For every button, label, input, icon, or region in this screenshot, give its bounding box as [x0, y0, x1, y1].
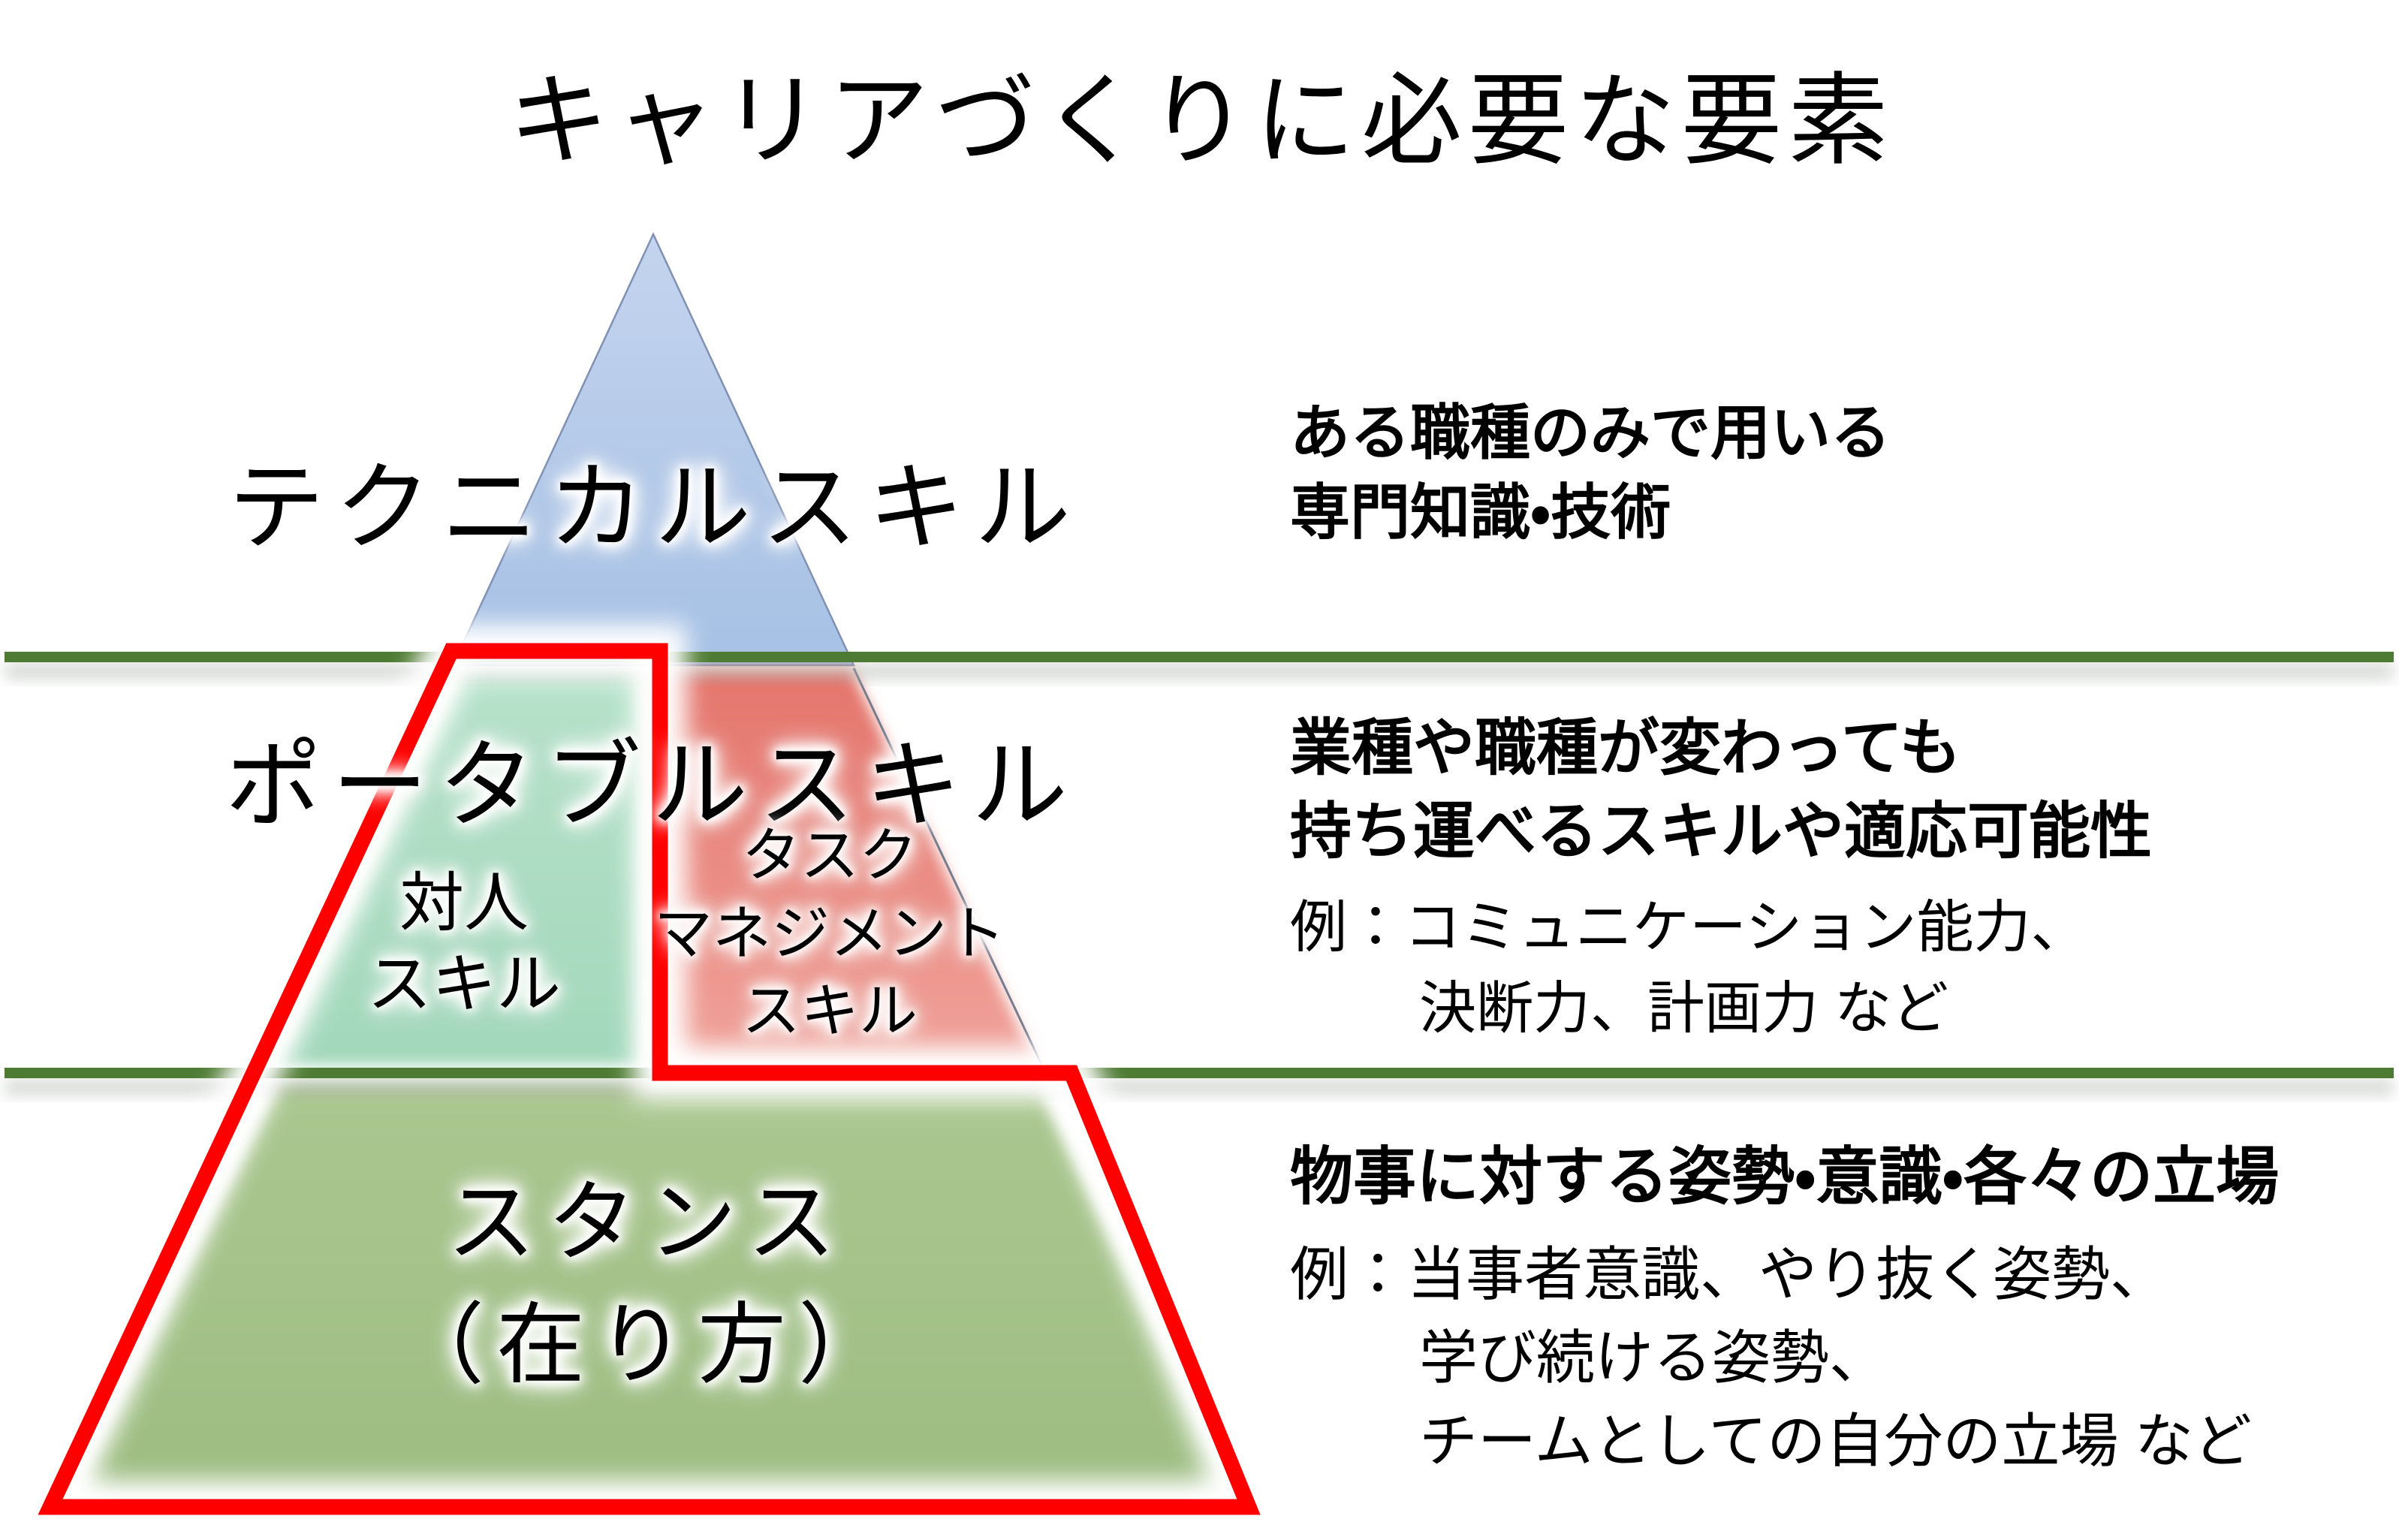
annotation-stance-heading: 物事に対する姿勢・意識・各々の立場: [1290, 1141, 2280, 1212]
tier2-right-label-task-management-skill: タスク マネジメント スキル: [654, 817, 1005, 1050]
divider2-shadow: [5, 1080, 2394, 1095]
annotation-line: ある職種のみで用いる: [1290, 399, 1891, 466]
tier1-label-technical-skill: テクニカルスキル: [228, 454, 1082, 562]
annotation-technical-skill: ある職種のみで用いる 専門知識・技術: [1290, 393, 1891, 553]
annotation-line: 専門知識・技術: [1290, 479, 1671, 547]
divider2-line: [5, 1068, 2394, 1078]
annotation-portable-skill: 業種や職種が変わっても 持ち運べるスキルや適応可能性: [1290, 707, 2152, 873]
tier3-label-stance: スタンス （在り方）: [396, 1162, 899, 1407]
label-line: タスク: [741, 822, 918, 888]
tier2-mint-shape: [275, 670, 641, 1065]
divider1-shadow: [5, 664, 2394, 679]
label-line: スタンス: [447, 1174, 848, 1273]
divider1-line: [5, 652, 2394, 662]
highlight-outline-red: [38, 643, 1261, 1515]
label-line: スキル: [367, 948, 561, 1020]
annotation-line: 学び続ける姿勢、: [1419, 1324, 1888, 1391]
label-line: スキル: [741, 978, 918, 1044]
annotation-stance-examples: 例：当事者意識、やり抜く姿勢、 学び続ける姿勢、 チームとしての自分の立場 など: [1290, 1233, 2252, 1482]
tier2-left-label-interpersonal-skill: 対人 スキル: [367, 863, 561, 1025]
annotation-line: 持ち運べるスキルや適応可能性: [1290, 797, 2153, 866]
annotation-line: 決断力、計画力 など: [1419, 976, 1949, 1041]
annotation-portable-examples: 例：コミュニケーション能力、 決断力、計画力 など: [1290, 888, 2087, 1050]
label-line: （在り方）: [395, 1295, 900, 1395]
annotation-line: 例：コミュニケーション能力、: [1290, 896, 2088, 960]
annotation-line: 業種や職種が変わっても: [1290, 714, 1961, 782]
tier2-right-edge: [852, 668, 1047, 1073]
annotation-line: チームとしての自分の立場 など: [1419, 1407, 2252, 1474]
tier2-label-portable-skill: ポータブルスキル: [225, 732, 1079, 839]
label-line: 対人: [399, 867, 529, 939]
label-line: マネジメント: [653, 900, 1006, 966]
tier3-green-shape: [69, 1084, 1236, 1499]
tier2-salmon-shape: [653, 670, 1036, 1065]
annotation-line: 例：当事者意識、やり抜く姿勢、: [1290, 1241, 2169, 1307]
page-title: キャリアづくりに必要な要素: [508, 65, 1895, 177]
